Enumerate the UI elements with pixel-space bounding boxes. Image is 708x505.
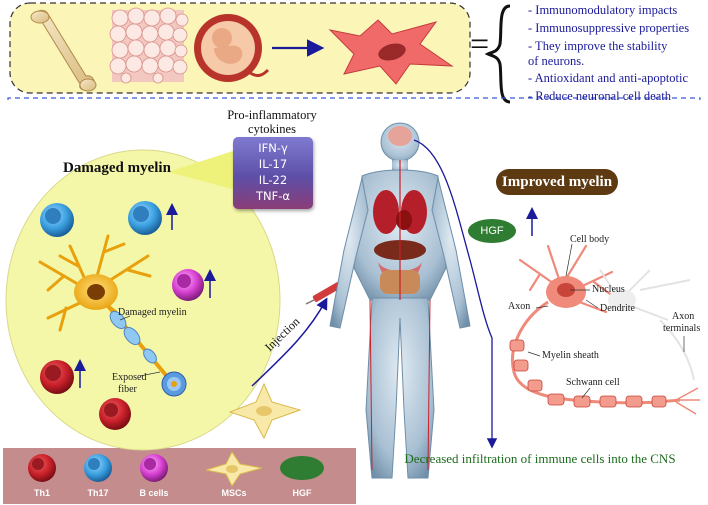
- cytokine-callout: [168, 150, 236, 190]
- legend-label-th17: Th17: [87, 488, 109, 498]
- curly-brace: [484, 4, 511, 104]
- legend-bcell-icon: [140, 454, 168, 482]
- legend-msc-icon: [205, 451, 263, 487]
- benefit-item: - Antioxidant and anti-apoptotic: [528, 71, 689, 85]
- axon-label: Axon: [508, 301, 531, 312]
- damaged-myelin-label: Damaged myelin: [118, 307, 187, 318]
- cytokine-title-line2: cytokines: [248, 122, 296, 136]
- healthy-neuron: [509, 244, 700, 415]
- section-divider: [7, 97, 701, 100]
- brain-to-cns-arrow: [413, 139, 498, 449]
- cytokine-item: IFN-γ: [258, 141, 288, 155]
- injection-path: [251, 297, 328, 387]
- bone-icon: [30, 9, 97, 92]
- benefit-item: - Immunosuppressive properties: [528, 21, 690, 35]
- immune-cell-th17-2: [128, 201, 162, 235]
- legend-label-th1: Th1: [33, 488, 50, 498]
- benefit-item: - They improve the stability: [528, 39, 668, 53]
- legend-label-hgf: HGF: [292, 488, 312, 498]
- exposed-fiber-label-2: fiber: [118, 384, 137, 395]
- benefit-item: of neurons.: [528, 54, 585, 68]
- equals-sign: =: [470, 26, 490, 63]
- msc-cell-top: [328, 19, 454, 85]
- damaged-myelin-panel: [5, 149, 281, 451]
- immune-cell-th17-1: [40, 203, 74, 237]
- fetus-icon: [194, 14, 270, 82]
- axon-terminals-label-1: Axon: [672, 311, 695, 322]
- immune-cell-th1-1: [40, 360, 74, 394]
- dendrite-label: Dendrite: [600, 303, 635, 314]
- immune-cell-th1-2: [99, 398, 131, 430]
- damaged-myelin-title: Damaged myelin: [63, 160, 171, 176]
- hgf-oval: HGF: [468, 219, 516, 243]
- benefit-item: - Immunomodulatory impacts: [528, 3, 678, 17]
- legend-label-bcells: B cells: [139, 488, 169, 498]
- immune-cell-bcell: [172, 269, 204, 301]
- schwann-cell-label: Schwann cell: [566, 377, 620, 388]
- adipose-tissue-icon: [109, 7, 189, 84]
- legend-hgf-icon: [280, 456, 324, 480]
- myelin-sheath-label: Myelin sheath: [542, 350, 599, 361]
- cytokine-title: Pro-inflammatory cytokines: [222, 108, 322, 136]
- exposed-fiber-label-1: Exposed: [112, 372, 147, 383]
- benefits-list: - Immunomodulatory impacts - Immunosuppr…: [528, 3, 708, 113]
- legend-th1-icon: [28, 454, 56, 482]
- damaged-neuron: [38, 234, 187, 397]
- cytokine-box: IFN-γ IL-17 IL-22 TNF-α: [233, 137, 313, 209]
- cell-body-label: Cell body: [570, 234, 610, 245]
- legend-icons: [28, 451, 324, 487]
- legend-th17-icon: [84, 454, 112, 482]
- decreased-infiltration-caption: Decreased infiltration of immune cells i…: [404, 451, 676, 466]
- msc-cell-injected: [228, 382, 302, 440]
- cytokine-item: IL-17: [258, 157, 288, 171]
- nucleus-label: Nucleus: [592, 284, 625, 295]
- benefit-item: - Reduce neuronal cell death: [528, 89, 671, 103]
- human-body-figure: [329, 122, 471, 479]
- improved-myelin-badge: Improved myelin: [496, 169, 618, 195]
- cytokine-item: IL-22: [258, 173, 288, 187]
- cytokine-item: TNF-α: [256, 189, 290, 203]
- legend-label-mscs: MSCs: [221, 488, 247, 498]
- cytokine-title-line1: Pro-inflammatory: [227, 108, 317, 122]
- axon-terminals-label-2: terminals: [663, 323, 701, 334]
